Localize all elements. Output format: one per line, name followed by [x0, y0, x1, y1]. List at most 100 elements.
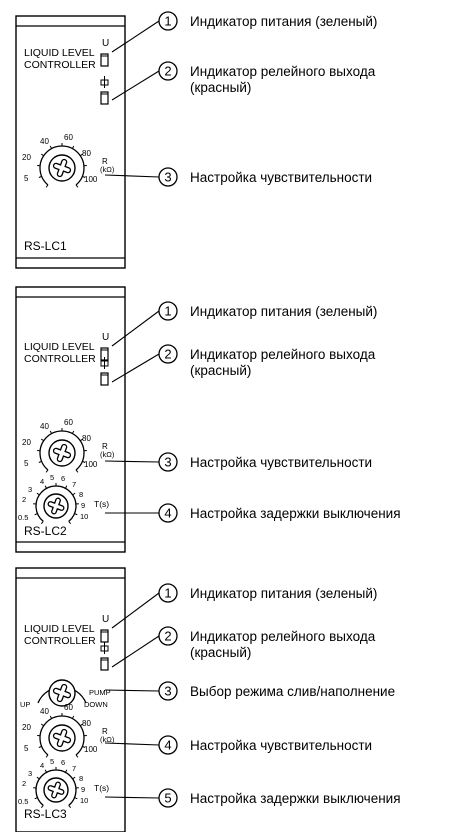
r-tick-label: 80 — [82, 719, 91, 728]
callout-text: Индикатор питания (зеленый) — [190, 14, 377, 29]
r-tick-label: 20 — [22, 723, 31, 732]
callout-number: 2 — [164, 629, 171, 644]
header-line-1: LIQUID LEVEL — [24, 623, 95, 635]
relay-icon — [100, 642, 109, 654]
callout-number: 3 — [164, 684, 171, 699]
r-unit-sub-label: (kΩ) — [100, 450, 115, 459]
r-scale-tick — [82, 745, 86, 748]
callout-number: 1 — [164, 304, 171, 319]
callout-number: 3 — [164, 455, 171, 470]
t-tick-label: 7 — [72, 764, 76, 773]
callout-number: 4 — [164, 738, 171, 753]
r-tick-label: 5 — [24, 174, 29, 183]
r-tick-label: 100 — [84, 175, 98, 184]
header-line-2: CONTROLLER — [24, 353, 96, 365]
callout-text: (красный) — [190, 80, 251, 95]
callout-circle — [158, 452, 178, 472]
t-scale-tick — [72, 492, 76, 496]
mode-knob — [48, 679, 76, 707]
r-tick-label: 20 — [22, 438, 31, 447]
relay-led — [100, 657, 109, 671]
model-label: RS-LC1 — [24, 239, 67, 253]
header-line-2: CONTROLLER — [24, 635, 96, 647]
callout-circle — [158, 735, 178, 755]
callout-circle — [158, 167, 178, 187]
r-tick-label: 60 — [64, 133, 73, 142]
t-scale-tick — [44, 769, 48, 773]
t-knob — [43, 777, 69, 803]
t-unit-label: T(s) — [94, 499, 109, 509]
r-scale-tick — [71, 430, 75, 434]
r-tick-label: 40 — [40, 422, 49, 431]
r-scale-tick — [75, 184, 79, 188]
callout-number: 4 — [164, 506, 171, 521]
callout-leader — [111, 592, 160, 629]
callout-leader — [111, 20, 160, 53]
r-scale-tick — [38, 460, 42, 463]
r-scale-tick — [38, 745, 42, 748]
callout-text: Индикатор питания (зеленый) — [190, 586, 377, 601]
r-knob — [48, 154, 76, 182]
callout-number: 5 — [164, 791, 171, 806]
callout-text: Настройка чувствительности — [190, 455, 372, 470]
r-tick-label: 60 — [64, 703, 73, 712]
r-scale-tick — [45, 754, 49, 758]
r-unit-label: R — [102, 442, 108, 451]
r-scale-tick — [45, 184, 49, 188]
r-scale-tick — [75, 469, 79, 473]
callout-number: 3 — [164, 170, 171, 185]
t-tick-label: 3 — [28, 769, 32, 778]
relay-led — [100, 91, 109, 105]
t-unit-label: T(s) — [94, 783, 109, 793]
r-tick-label: 60 — [64, 418, 73, 427]
r-scale-tick — [49, 430, 53, 434]
callout-leader — [104, 689, 160, 692]
callout-circle — [158, 681, 178, 701]
r-scale-tick — [40, 153, 45, 157]
callout-text: Индикатор релейного выхода — [190, 64, 376, 79]
t-knob-cross — [47, 781, 65, 799]
relay-icon — [100, 76, 109, 88]
r-unit-label: R — [102, 157, 108, 166]
t-tick-label: 8 — [79, 774, 83, 783]
callout-text: Настройка задержки выключения — [190, 506, 401, 521]
r-scale-tick — [71, 715, 75, 719]
relay-icon — [100, 357, 109, 369]
t-tick-label: 2 — [22, 779, 26, 788]
r-scale-tick — [75, 754, 79, 758]
r-tick-label: 40 — [40, 137, 49, 146]
t-tick-label: 4 — [40, 477, 44, 486]
r-scale-tick — [82, 460, 86, 463]
r-knob — [48, 724, 76, 752]
callout-circle — [158, 583, 178, 603]
r-tick-label: 40 — [40, 707, 49, 716]
model-label: RS-LC3 — [24, 807, 67, 821]
t-scale-tick — [44, 485, 48, 489]
t-knob — [43, 493, 69, 519]
t-scale-tick — [34, 797, 38, 800]
r-scale-tick — [40, 438, 45, 442]
r-knob-cross — [52, 728, 72, 748]
callout-circle — [158, 61, 178, 81]
t-tick-label: 4 — [40, 761, 44, 770]
t-scale-tick — [74, 797, 78, 800]
t-tick-label: 3 — [28, 485, 32, 494]
callout-circle — [158, 11, 178, 31]
t-tick-label: 0.5 — [18, 513, 28, 522]
callout-leader — [104, 460, 160, 463]
r-tick-label: 80 — [82, 149, 91, 158]
r-unit-sub-label: (kΩ) — [100, 735, 115, 744]
t-tick-label: 8 — [79, 490, 83, 499]
callout-leader — [104, 796, 160, 799]
